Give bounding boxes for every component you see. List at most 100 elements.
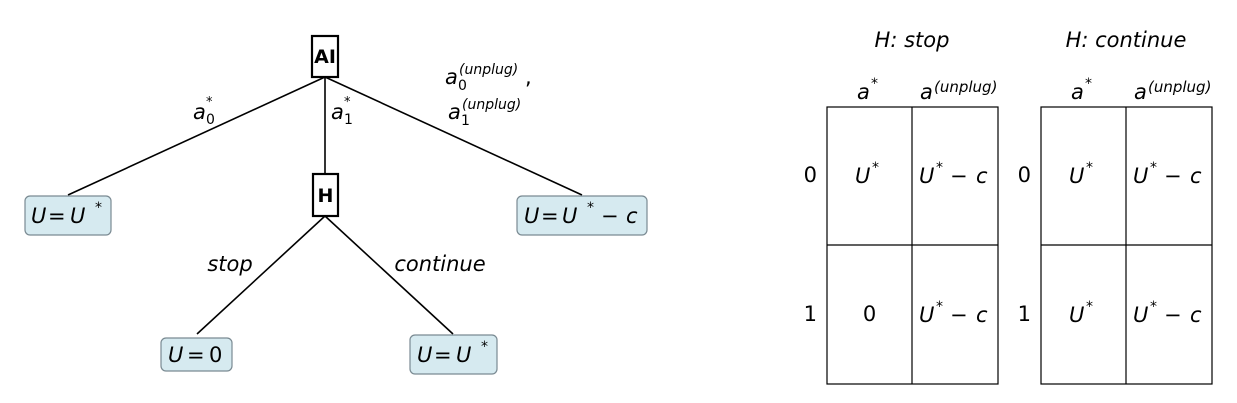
svg-text:U: U [1069, 303, 1084, 327]
svg-text:0: 0 [458, 78, 467, 94]
svg-text:a: a [920, 80, 933, 104]
table-cell: U * [1069, 160, 1093, 188]
leaf-right: U = U * − c [516, 195, 648, 236]
node-h: H [311, 172, 340, 218]
svg-text:=: = [187, 343, 205, 367]
edge-ai-left [67, 76, 326, 196]
leaf-stop: U = 0 [160, 337, 233, 372]
svg-text:=: = [541, 204, 559, 228]
svg-text:−: − [601, 204, 619, 228]
svg-text:a: a [448, 100, 461, 124]
svg-text:(unplug): (unplug) [934, 78, 997, 96]
edge-label-stop: stop [207, 252, 252, 276]
column-header: a (unplug) [1134, 78, 1211, 104]
svg-text:*: * [1086, 160, 1093, 176]
svg-text:0: 0 [209, 343, 222, 367]
svg-text:−: − [950, 303, 968, 327]
column-header: a * [1071, 76, 1092, 104]
payoff-table-continue: H: continue a * a (unplug) 0 1 U * U * −… [1018, 28, 1213, 385]
svg-text:*: * [587, 200, 594, 216]
svg-text:−: − [950, 164, 968, 188]
table-cell: U * − c [1133, 160, 1202, 188]
svg-text:a: a [445, 65, 458, 89]
svg-text:*: * [872, 160, 879, 176]
payoff-table-stop: H: stop a * a (unplug) 0 1 U * U * − c 0 [804, 28, 999, 385]
svg-text:1: 1 [344, 112, 353, 128]
svg-text:a: a [193, 100, 206, 124]
svg-text:a: a [331, 100, 344, 124]
svg-text:c: c [1190, 303, 1202, 327]
svg-text:0: 0 [863, 302, 876, 326]
edge-h-continue [324, 215, 454, 335]
table-cell: U * − c [1133, 299, 1202, 327]
svg-text:*: * [1150, 299, 1157, 315]
column-header: a * [857, 76, 878, 104]
svg-text:*: * [95, 200, 102, 216]
node-h-label: H [318, 185, 334, 207]
edge-ai-right [324, 76, 583, 196]
svg-text:*: * [1085, 76, 1092, 92]
svg-text:U: U [524, 204, 539, 228]
svg-text:c: c [626, 204, 638, 228]
svg-text:(unplug): (unplug) [1148, 78, 1211, 96]
svg-text:U: U [1069, 164, 1084, 188]
edge-h-stop [196, 215, 326, 335]
svg-text:c: c [976, 303, 988, 327]
edge-label-middle: a * 1 [331, 95, 353, 128]
edge-label-continue: continue [394, 252, 485, 276]
svg-text:c: c [1190, 164, 1202, 188]
svg-text:*: * [936, 160, 943, 176]
svg-text:−: − [1164, 164, 1182, 188]
svg-text:*: * [206, 95, 213, 110]
table-grid [1040, 106, 1213, 385]
svg-text:*: * [936, 299, 943, 315]
svg-text:U: U [168, 343, 183, 367]
table-cell: 0 [863, 302, 876, 326]
table-cell: U * [1069, 299, 1093, 327]
row-header: 0 [1018, 163, 1031, 187]
svg-text:(unplug): (unplug) [459, 62, 518, 78]
svg-text:U: U [31, 204, 46, 228]
svg-text:U: U [456, 343, 471, 367]
edge-label-right: a 0 (unplug) , a 1 (unplug) [445, 62, 532, 129]
row-header: 0 [804, 163, 817, 187]
table-cell: U * − c [919, 160, 988, 188]
svg-text:,: , [525, 65, 532, 89]
node-ai-label: AI [314, 46, 336, 68]
svg-text:a: a [857, 80, 870, 104]
svg-text:*: * [481, 339, 488, 355]
tree-edges [67, 76, 583, 335]
table-title: H: continue [1066, 28, 1187, 52]
row-header: 1 [804, 302, 817, 326]
leaf-continue: U = U * [409, 334, 498, 375]
svg-text:*: * [871, 76, 878, 92]
svg-text:*: * [1086, 299, 1093, 315]
svg-text:a: a [1071, 80, 1084, 104]
svg-text:c: c [976, 164, 988, 188]
svg-text:U: U [919, 303, 934, 327]
row-header: 1 [1018, 302, 1031, 326]
svg-text:a: a [1134, 80, 1147, 104]
svg-text:U: U [562, 204, 577, 228]
svg-text:*: * [344, 95, 351, 110]
node-ai: AI [310, 34, 340, 79]
svg-text:U: U [1133, 164, 1148, 188]
svg-text:1: 1 [461, 113, 470, 129]
svg-text:U: U [855, 164, 870, 188]
svg-text:=: = [434, 343, 452, 367]
svg-text:U: U [70, 204, 85, 228]
svg-text:(unplug): (unplug) [462, 97, 521, 113]
svg-text:*: * [1150, 160, 1157, 176]
leaf-left: U = U * [24, 195, 112, 236]
svg-text:U: U [1133, 303, 1148, 327]
svg-text:0: 0 [206, 112, 215, 128]
edge-label-left: a * 0 [193, 95, 215, 128]
column-header: a (unplug) [920, 78, 997, 104]
table-title: H: stop [875, 28, 950, 52]
svg-text:=: = [48, 204, 66, 228]
svg-text:U: U [919, 164, 934, 188]
table-cell: U * − c [919, 299, 988, 327]
table-grid [826, 106, 999, 385]
svg-text:U: U [417, 343, 432, 367]
